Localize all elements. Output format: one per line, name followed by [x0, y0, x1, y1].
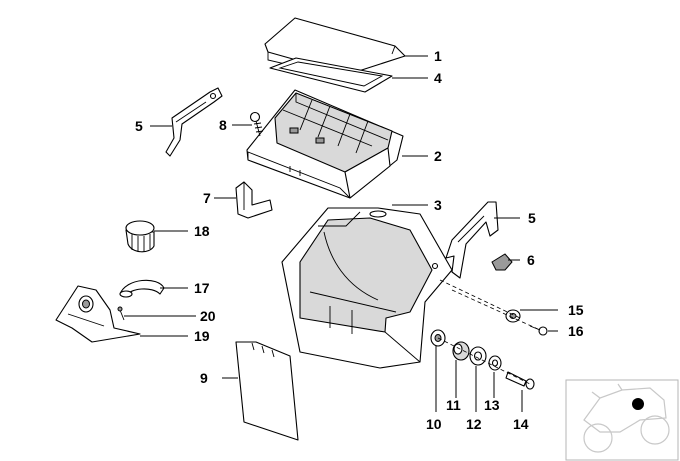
part-main-housing: [281, 207, 453, 369]
assembly-line-washers: [437, 337, 531, 385]
callout-6: 6: [527, 252, 535, 268]
callout-10: 10: [426, 416, 442, 432]
part-pin: [117, 306, 125, 321]
part-clip-nut: [491, 253, 513, 271]
callout-15: 15: [568, 302, 584, 318]
location-marker: [632, 398, 644, 410]
part-knob: [125, 220, 155, 253]
callout-12: 12: [466, 416, 482, 432]
callout-4: 4: [434, 70, 442, 86]
callout-labels: 1 4 5 8 2 7 3 5 18 6 17 15 20 16 19 9 10…: [135, 48, 584, 432]
part-strap-clip: [119, 279, 165, 298]
callout-14: 14: [513, 416, 529, 432]
callout-19: 19: [194, 328, 210, 344]
part-fuse-box: [246, 89, 404, 199]
locator-thumbnail: [565, 379, 679, 461]
callout-1: 1: [434, 48, 442, 64]
callout-16: 16: [568, 323, 584, 339]
callout-20: 20: [200, 308, 216, 324]
callout-9: 9: [200, 370, 208, 386]
part-washer-13: [488, 355, 502, 371]
assembly-line-right: [439, 279, 541, 331]
callout-5-right: 5: [528, 210, 536, 226]
callout-8: 8: [219, 117, 227, 133]
part-screw-8: [249, 111, 264, 137]
part-bolt-14: [505, 371, 535, 390]
part-panel: [235, 341, 299, 441]
part-screw-16: [529, 325, 548, 336]
leader-lines: [124, 55, 558, 412]
part-bracket-left: [165, 87, 223, 157]
part-sleeve-11: [452, 341, 470, 361]
callout-5-left: 5: [135, 118, 143, 134]
part-washer-12: [469, 346, 487, 366]
callout-3: 3: [434, 197, 442, 213]
part-bracket-right: [445, 201, 499, 279]
callout-11: 11: [446, 397, 461, 413]
callout-7: 7: [203, 190, 211, 206]
motorcycle-icon: [583, 383, 670, 453]
part-gasket: [269, 57, 393, 93]
callout-18: 18: [194, 223, 210, 239]
callout-17: 17: [194, 280, 210, 296]
part-holder-bracket: [55, 285, 141, 343]
callout-2: 2: [434, 148, 442, 164]
part-clip-7: [235, 181, 273, 219]
callout-13: 13: [484, 397, 500, 413]
